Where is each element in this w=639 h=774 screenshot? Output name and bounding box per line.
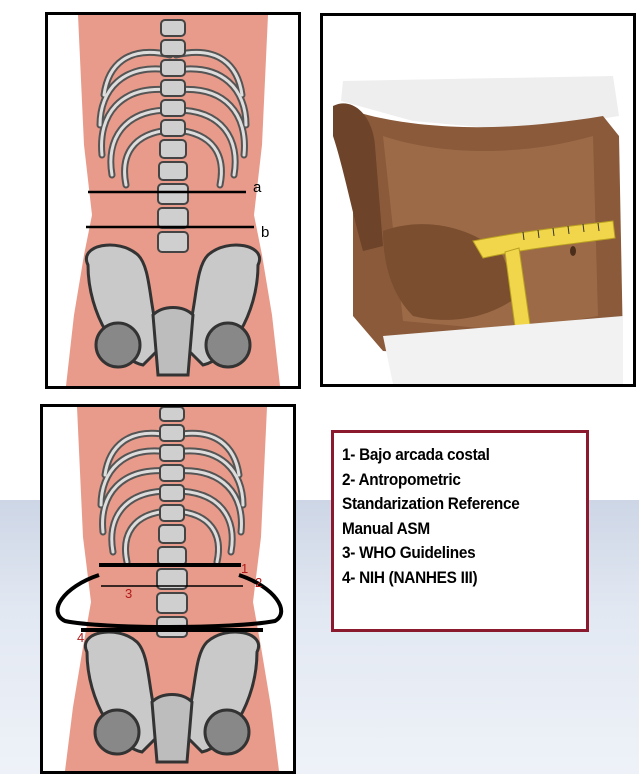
legend-item-2: 2- Antropometric — [342, 468, 563, 493]
skeleton-panel-a: a b — [45, 12, 301, 389]
marker-2: 2 — [255, 575, 262, 590]
marker-1: 1 — [241, 561, 248, 576]
waist-photo-panel — [320, 13, 636, 387]
marker-3: 3 — [125, 586, 132, 601]
legend-item-4: 4- NIH (NANHES III) — [342, 566, 563, 591]
label-b: b — [261, 224, 269, 241]
skeleton-panel-c: 1 2 3 4 — [40, 404, 296, 774]
label-a: a — [253, 179, 262, 196]
skeleton-illustration-c: 1 2 3 4 — [43, 407, 293, 771]
legend-item-2-cont-b: Manual ASM — [342, 517, 563, 542]
skeleton-illustration-a: a b — [48, 15, 298, 386]
legend-item-3: 3- WHO Guidelines — [342, 541, 563, 566]
legend-item-2-cont-a: Standarization Reference — [342, 492, 563, 517]
legend-box: 1- Bajo arcada costal 2- Antropometric S… — [331, 430, 589, 632]
waist-measuring-photo — [323, 16, 633, 384]
legend-item-1: 1- Bajo arcada costal — [342, 443, 563, 468]
marker-4: 4 — [77, 630, 84, 645]
